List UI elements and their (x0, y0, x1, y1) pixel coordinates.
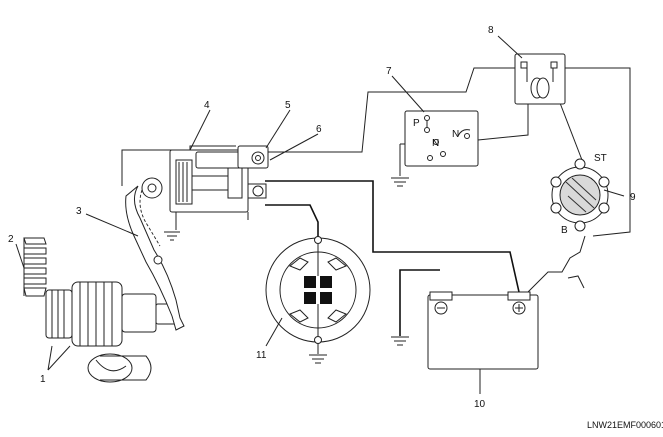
callout-10: 10 (474, 399, 486, 410)
callout-4: 4 (204, 100, 210, 111)
ground-icon (391, 336, 409, 346)
inhibitor-n2-label: N (432, 138, 439, 149)
callout-5: 5 (285, 100, 291, 111)
ignition-st-label: ST (594, 153, 607, 164)
inhibitor-switch (400, 110, 479, 167)
wiring (265, 67, 631, 354)
callout-leaders (15, 35, 625, 394)
armature (265, 236, 371, 344)
starter-relay (514, 53, 566, 105)
ground-icon (391, 177, 409, 187)
callout-8: 8 (488, 25, 494, 36)
ignition-switch (550, 158, 610, 232)
callout-numbers: 1 2 3 4 5 6 7 8 9 10 11 (8, 25, 636, 410)
reference-code: LNW21EMF000601 (587, 420, 663, 430)
ignition-b-label: B (561, 225, 568, 236)
shift-lever (125, 177, 185, 331)
callout-2: 2 (8, 234, 14, 245)
ground-icon (164, 231, 180, 241)
magnetic-switch (121, 145, 269, 230)
inhibitor-n-label: N (452, 129, 459, 140)
callout-7: 7 (386, 66, 392, 77)
callout-11: 11 (256, 350, 267, 361)
callout-1: 1 (40, 374, 46, 385)
ground-symbols (164, 177, 409, 364)
ring-gear (23, 237, 47, 297)
callout-9: 9 (630, 192, 636, 203)
inhibitor-p-label: P (413, 118, 420, 129)
callout-3: 3 (76, 206, 82, 217)
switch-terminal-labels: ST B P N N (413, 118, 607, 236)
starter-pinion-assembly (45, 281, 177, 383)
battery (427, 291, 539, 370)
ground-icon (309, 354, 327, 364)
callout-6: 6 (316, 124, 322, 135)
